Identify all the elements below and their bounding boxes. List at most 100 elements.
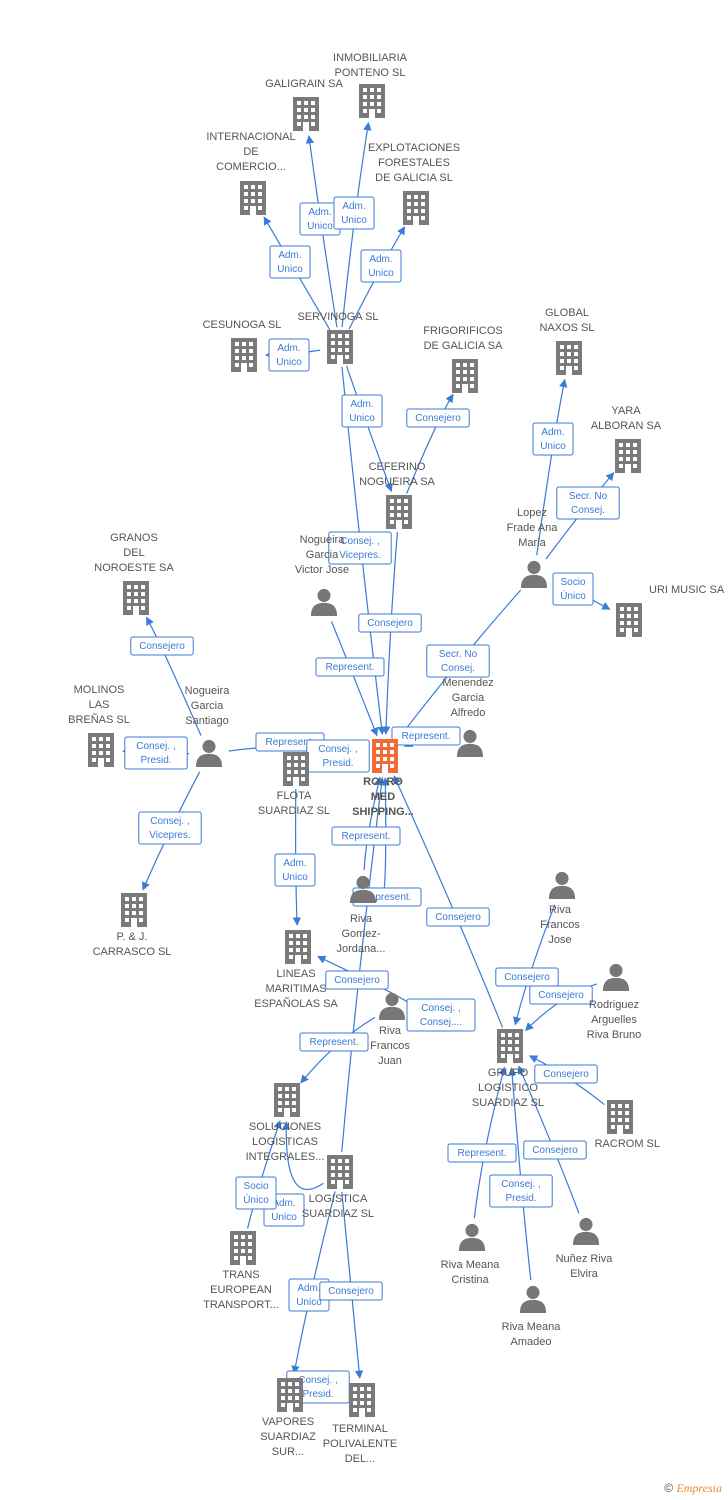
node-rivagomez[interactable]: RivaGomez-Jordana... [337,875,386,955]
edge-label[interactable]: Adm.Unico [360,249,402,283]
node-urimusic[interactable]: URI MUSIC SA [616,584,725,637]
building-icon [123,581,149,615]
edge-label[interactable]: Adm.Unico [274,853,316,887]
node-label: Riva [379,1025,402,1037]
building-icon [359,84,385,118]
node-label: GLOBAL [545,307,589,319]
node-trans[interactable]: TRANSEUROPEANTRANSPORT... [203,1231,279,1311]
node-pj[interactable]: P. & J.CARRASCO SL [93,893,172,958]
edge-label-box [341,394,383,428]
edge-label[interactable]: Consejero [426,907,490,927]
node-servinoga[interactable]: SERVINOGA SL [297,311,379,364]
edge-label[interactable]: Secr. No Consej. [426,644,490,678]
edge-label-text: Represent. [458,1148,507,1159]
node-terminal[interactable]: TERMINALPOLIVALENTEDEL... [323,1383,397,1465]
node-label: CARRASCO SL [93,946,172,958]
edge-label[interactable]: Consejero [495,967,559,987]
node-cesunoga[interactable]: CESUNOGA SL [203,319,282,372]
edge-label[interactable]: Consejero [319,1281,383,1301]
edge-label[interactable]: Adm.Unico [341,394,383,428]
node-main[interactable]: RO- ROMEDSHIPPING... [352,739,414,818]
edge-label[interactable]: Consejero [529,985,593,1005]
edge-label[interactable]: Consejero [325,970,389,990]
edge-label-text: Único [243,1193,269,1206]
node-label: Nogueira [185,685,231,697]
edge-label-text: Secr. No [439,649,478,660]
edge-label-text: Consej. [441,663,475,674]
node-galigrain[interactable]: GALIGRAIN SA [265,78,343,131]
edge-label[interactable]: Consej. ,Presid. [124,736,188,770]
edge-label[interactable]: Represent. [299,1032,369,1052]
edge-label[interactable]: Consej. ,Presid. [489,1174,553,1208]
edge-label[interactable]: Adm.Unico [532,422,574,456]
edge-label[interactable]: Consej. ,Presid. [306,739,370,773]
edge-label[interactable]: Adm.Unico [333,196,375,230]
edge-label[interactable]: Adm.Unico [268,338,310,372]
building-icon [327,1155,353,1189]
edge-label[interactable]: Consejero [534,1064,598,1084]
node-racrom[interactable]: RACROM SL [595,1100,660,1150]
node-label: DE [243,146,258,158]
node-label: Amadeo [511,1336,552,1348]
edge-label-box [391,726,461,746]
edge-label[interactable]: Represent. [315,657,385,677]
edge-label[interactable]: Consej. ,Consej.... [406,998,476,1032]
building-icon [283,752,309,786]
node-internacional[interactable]: INTERNACIONALDECOMERCIO... [206,131,296,215]
edge-label[interactable]: Represent. [331,826,401,846]
edge-label-box [489,1174,553,1208]
node-label: URI MUSIC SA [649,584,725,596]
edge-label[interactable]: Consejero [130,636,194,656]
edge-label[interactable]: Adm.Unico [269,245,311,279]
node-label: Cristina [451,1274,489,1286]
person-icon [310,588,338,616]
edge-label[interactable]: Consej. ,Vicepres. [328,531,392,565]
node-label: SUARDIAZ SL [302,1208,374,1220]
edge-label[interactable]: Represent. [447,1143,517,1163]
edge-label-text: Represent. [363,892,412,903]
building-icon [607,1100,633,1134]
brand-logo: Empresia [676,1481,722,1495]
edge-label[interactable]: Consej. ,Vicepres. [138,811,202,845]
edge-label[interactable]: Consejero [406,408,470,428]
edge-label-text: Presid. [140,755,171,766]
node-label: MARITIMAS [265,983,326,995]
edge-label-box [124,736,188,770]
node-label: TERMINAL [332,1423,388,1435]
node-soluciones[interactable]: SOLUCIONESLOGISTICASINTEGRALES... [246,1083,325,1163]
edge-label-box [328,531,392,565]
edge-label[interactable]: Represent. [391,726,461,746]
building-icon [240,181,266,215]
edge-label-box [529,985,593,1005]
edge-label[interactable]: Consejero [523,1140,587,1160]
edge-label[interactable]: Consejero [358,613,422,633]
node-label: Nogueira [300,534,346,546]
node-label: Riva Bruno [587,1029,641,1041]
node-vapores[interactable]: VAPORESSUARDIAZSUR... [260,1378,316,1458]
